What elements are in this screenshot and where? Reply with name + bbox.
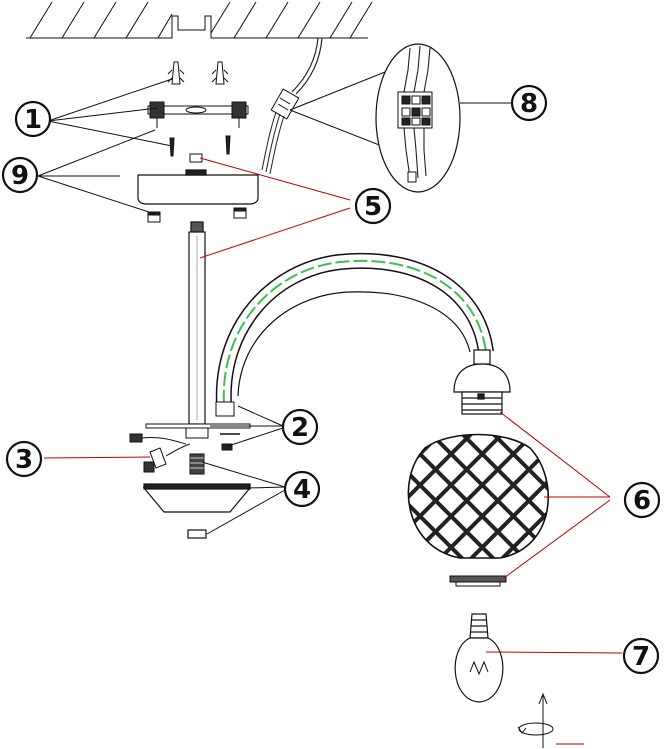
canopy-caps [147,207,247,223]
callout-circle [622,637,660,675]
black-leader-lines [37,78,513,535]
mounting-bracket [147,101,249,128]
callout-4: 4 [283,470,321,508]
shade-ring [449,575,507,587]
callout-number: 3 [15,445,33,475]
callout-number: 6 [633,486,651,516]
canopy [137,169,259,205]
callout-5: 5 [354,187,392,225]
connector-detail-bubble [289,43,461,193]
callout-number: 5 [364,192,382,222]
callout-circle [1,156,39,194]
callout-circle [5,440,43,478]
callout-number: 4 [293,475,311,505]
callout-circle [281,408,319,446]
lamp-arm [215,252,494,417]
callout-8: 8 [510,84,548,122]
callout-circle [14,100,52,138]
callout-number: 8 [520,89,538,119]
wall-plug-icon [167,61,229,85]
callout-3: 3 [5,440,43,478]
callout-9: 9 [1,156,39,194]
callout-number: 7 [632,642,650,672]
leader-lines [43,157,623,654]
lamp-holder [453,349,511,415]
cable-clamp-icon [129,433,191,473]
lattice-shade [407,433,550,559]
ceiling-hatch [26,1,373,39]
callout-group: 1 2 3 4 5 6 7 8 9 [1,84,661,675]
callout-circle [354,187,392,225]
connector-block-detail [397,91,433,129]
callout-number: 1 [24,105,42,135]
terminal-block [270,88,300,120]
bulb-icon [454,613,504,703]
callout-circle [623,481,661,519]
callout-circle [283,470,321,508]
callout-7: 7 [622,637,660,675]
callout-6: 6 [623,481,661,519]
support-rod [188,221,206,425]
callout-circle [510,84,548,122]
callout-number: 9 [11,161,29,191]
terminal-wires [261,111,285,175]
rotate-arrow-icon [517,692,584,748]
bottom-cup [142,483,252,539]
callout-2: 2 [281,408,319,446]
callout-number: 2 [291,413,309,443]
mains-cable [291,37,323,95]
bracket-plate [145,423,251,451]
screw-icon [169,135,231,163]
threaded-nipple [189,453,205,475]
callout-1: 1 [14,100,52,138]
